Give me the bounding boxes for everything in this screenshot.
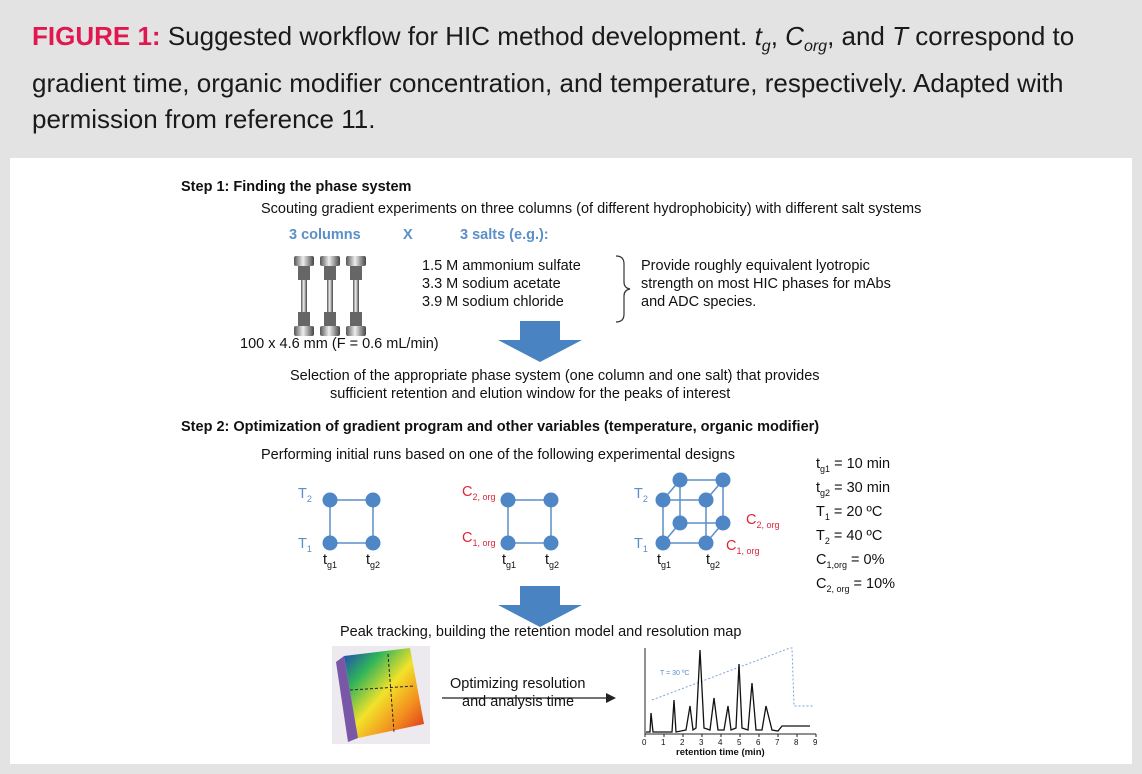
design1-node xyxy=(365,535,381,551)
caption-corg: C xyxy=(785,21,804,51)
label-T1: T1 xyxy=(634,536,648,554)
gradient-trace xyxy=(651,647,814,707)
chromatogram xyxy=(644,647,817,737)
label-T2: T2 xyxy=(634,486,648,504)
optimizing-text: Optimizing resolution xyxy=(450,676,586,692)
chromatogram-trace xyxy=(646,649,810,733)
label-tg1: tg1 xyxy=(502,552,517,570)
label-tg2: tg2 xyxy=(545,552,560,570)
figure-label: FIGURE 1: xyxy=(32,21,161,51)
x-tick: 0 xyxy=(642,738,647,747)
design3-node xyxy=(698,492,714,508)
param-C2org: C2, org = 10% xyxy=(816,576,896,594)
salts-brace xyxy=(615,255,631,323)
x-tick: 5 xyxy=(737,738,742,747)
design3-node xyxy=(672,515,688,531)
workflow-panel: Step 1: Finding the phase system Scoutin… xyxy=(10,158,1132,764)
label-tg2: tg2 xyxy=(366,552,381,570)
design-cube xyxy=(662,479,724,544)
step2-subtitle: Performing initial runs based on one of … xyxy=(261,447,735,463)
caption-T: T xyxy=(892,21,909,51)
column-icon-1 xyxy=(294,256,314,336)
x-tick: 2 xyxy=(680,738,685,747)
param-tg1: tg1 = 10 min xyxy=(816,456,891,474)
column-dimensions: 100 x 4.6 mm (F = 0.6 mL/min) xyxy=(240,336,439,352)
salts-note: strength on most HIC phases for mAbs xyxy=(641,276,891,292)
design2-node xyxy=(500,492,516,508)
caption-text-2: correspond to gradient time, organic mod… xyxy=(32,21,1075,135)
design1-node xyxy=(322,535,338,551)
figure-caption: FIGURE 1: Suggested workflow for HIC met… xyxy=(32,21,1075,135)
column-icon-3 xyxy=(346,256,366,336)
salts-note: Provide roughly equivalent lyotropic xyxy=(641,258,870,274)
down-arrow-1 xyxy=(498,321,582,362)
caption-tg-sub: g xyxy=(761,38,771,56)
x-tick: 8 xyxy=(794,738,799,747)
label-tg1: tg1 xyxy=(657,552,672,570)
caption-and: , and xyxy=(827,21,885,51)
tracking-text: Peak tracking, building the retention mo… xyxy=(340,624,742,640)
design-square-conc-time xyxy=(507,499,552,544)
design2-node xyxy=(543,492,559,508)
columns-label: 3 columns xyxy=(289,227,361,243)
label-T2: T2 xyxy=(298,486,312,504)
label-C2org: C2, org xyxy=(746,512,780,530)
design3-node xyxy=(655,535,671,551)
x-tick: 6 xyxy=(756,738,761,747)
design1-node xyxy=(365,492,381,508)
times-symbol: X xyxy=(403,227,413,243)
caption-text-1: Suggested workflow for HIC method develo… xyxy=(167,21,748,51)
label-T1: T1 xyxy=(298,536,312,554)
x-tick: 1 xyxy=(661,738,666,747)
workflow-graphics xyxy=(294,255,817,744)
caption-corg-sub: org xyxy=(803,38,828,56)
param-C1org: C1,org = 0% xyxy=(816,552,885,570)
design3-node xyxy=(672,472,688,488)
design1-node xyxy=(322,492,338,508)
label-tg2: tg2 xyxy=(706,552,721,570)
x-tick: 9 xyxy=(813,738,818,747)
design3-node xyxy=(698,535,714,551)
column-icon-2 xyxy=(320,256,340,336)
x-tick: 7 xyxy=(775,738,780,747)
label-C2org: C2, org xyxy=(462,484,496,502)
resolution-map-image xyxy=(332,646,430,744)
param-T2: T2 = 40 ºC xyxy=(816,528,883,546)
design3-node xyxy=(655,492,671,508)
param-tg2: tg2 = 30 min xyxy=(816,480,891,498)
design2-node xyxy=(500,535,516,551)
design3-node xyxy=(715,472,731,488)
design-square-temp-time xyxy=(329,499,374,544)
selection-text: sufficient retention and elution window … xyxy=(330,386,731,402)
step1-title: Step 1: Finding the phase system xyxy=(181,179,412,195)
salt-item: 1.5 M ammonium sulfate xyxy=(422,258,581,274)
caption-tg: t xyxy=(754,21,762,51)
design2-node xyxy=(543,535,559,551)
step1-subtitle: Scouting gradient experiments on three c… xyxy=(261,201,922,217)
chromatogram-temp-label: T = 30 ºC xyxy=(660,670,690,677)
design3-node xyxy=(715,515,731,531)
optimizing-text: and analysis time xyxy=(462,694,575,710)
salt-item: 3.9 M sodium chloride xyxy=(422,294,564,310)
salt-item: 3.3 M sodium acetate xyxy=(422,276,561,292)
param-T1: T1 = 20 ºC xyxy=(816,504,883,522)
salts-label: 3 salts (e.g.): xyxy=(460,227,549,243)
step2-title: Step 2: Optimization of gradient program… xyxy=(181,419,820,435)
x-tick: 4 xyxy=(718,738,723,747)
selection-text: Selection of the appropriate phase syste… xyxy=(290,368,820,384)
label-C1org: C1, org xyxy=(726,538,760,556)
x-axis-label: retention time (min) xyxy=(676,747,765,758)
label-tg1: tg1 xyxy=(323,552,338,570)
x-tick: 3 xyxy=(699,738,704,747)
label-C1org: C1, org xyxy=(462,530,496,548)
salts-note: and ADC species. xyxy=(641,294,757,310)
down-arrow-2 xyxy=(498,586,582,627)
